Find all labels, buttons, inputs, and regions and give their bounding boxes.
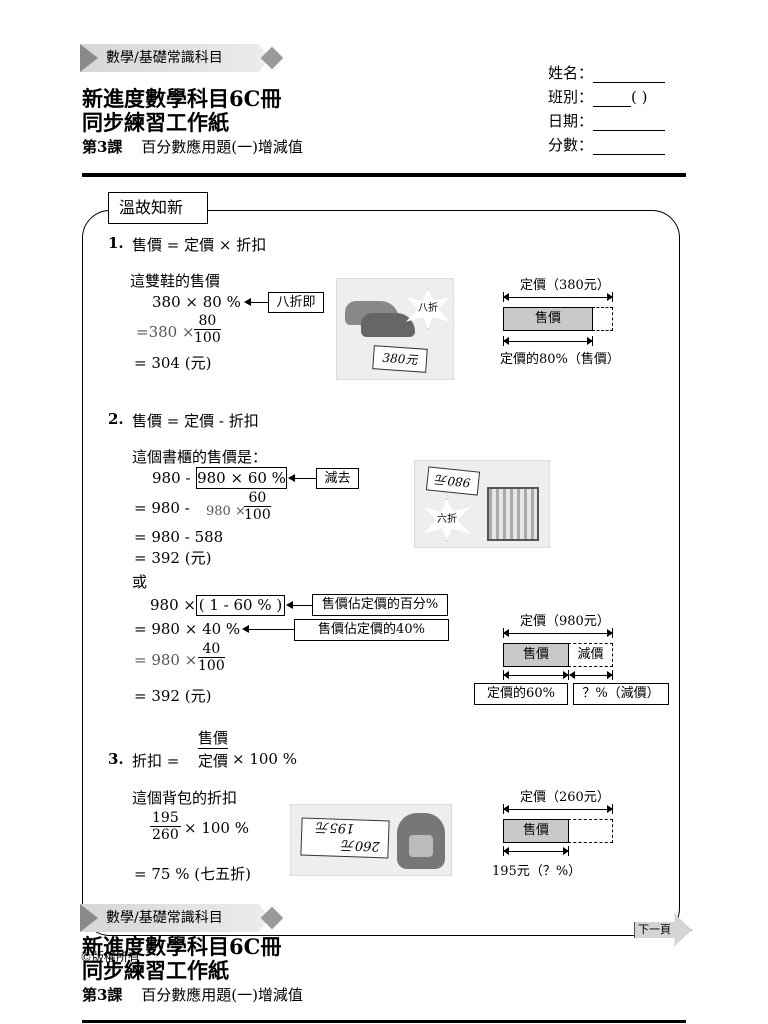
q3-bar-remainder (568, 819, 613, 843)
triangle-icon (80, 44, 98, 72)
q2-bar-fill: 售價 (503, 643, 569, 667)
q3-caption: 這個背包的折扣 (132, 789, 238, 807)
bookcase-icon (487, 487, 539, 541)
q2-note-box: 減去 (316, 468, 359, 489)
q1-frac-prefix: =380 × (136, 323, 195, 341)
footer-rule (82, 1020, 686, 1023)
shoe-icon (361, 313, 415, 337)
q3-result: = 75 % (七五折) (134, 865, 251, 883)
q2-bar-top: 定價（980元） (520, 614, 610, 629)
q1-formula: 售價 = 定價 × 折扣 (132, 236, 267, 254)
q3-formula-num: 售價 (198, 729, 229, 747)
arrow-left-icon (286, 601, 312, 609)
arrow-left-icon (242, 625, 294, 633)
q2-line1-box: 980 × 60 % (196, 467, 287, 489)
q3-frac-tail: × 100 % (184, 819, 249, 837)
score-field[interactable]: 分數： (548, 134, 666, 155)
q2-alt1-box: ( 1 - 60 % ) (196, 595, 285, 616)
q2-line4: = 392 (元) (134, 549, 212, 567)
bookcase-image: 980元 六折 (414, 460, 550, 548)
q1-bar-fill: 售價 (503, 307, 593, 331)
q1-price-tag: 380元 (372, 345, 428, 373)
q2-line1-a: 980 - (152, 469, 191, 487)
q2-caption: 這個書櫃的售價是： (132, 448, 268, 466)
q1-caption: 這雙鞋的售價 (130, 272, 221, 290)
name-field[interactable]: 姓名： (548, 62, 666, 83)
q1-bar-span (503, 293, 613, 301)
q3-bar-bottom: 195元（？%） (492, 864, 582, 879)
q3-bar-fill: 售價 (503, 819, 569, 843)
q2-alt2: = 980 × 40 % (134, 620, 241, 638)
q2-alt-note1: 售價佔定價的百分% (312, 594, 448, 616)
q3-formula-lhs: 折扣 = (132, 752, 180, 770)
q3-number: 3. (108, 750, 124, 768)
q2-frac-prefix: 980 × (206, 504, 246, 519)
q2-price-tag: 980元 (425, 466, 481, 496)
q2-bar-dash: 減價 (568, 643, 613, 667)
q2-line3: = 980 - 588 (134, 528, 224, 546)
backpack-image: 260元 195元 (290, 804, 452, 876)
q2-formula: 售價 = 定價 - 折扣 (132, 412, 259, 430)
unit-heading: 第3課 百分數應用題(一)增減值 (82, 138, 303, 156)
backpack-icon (397, 813, 445, 869)
q2-star-badge: 六折 (423, 499, 471, 541)
next-page-label[interactable]: 下一頁 (638, 923, 671, 936)
footer-unit-heading: 第3課 百分數應用題(一)增減值 (82, 986, 303, 1004)
footer-title: 新進度數學科目6C冊 (82, 934, 282, 959)
q2-frac3-prefix: = 980 × (134, 651, 198, 669)
q2-line2: = 980 - (134, 499, 190, 517)
q3-price-tag-old: 260元 (341, 836, 381, 854)
subject-tag: 數學/基礎常識科目 (80, 44, 270, 72)
q1-note-box: 八折即 (268, 292, 324, 313)
q2-number: 2. (108, 410, 124, 428)
footer-subject-tag: 數學/基礎常識科目 (80, 904, 270, 932)
q2-bar-span (503, 629, 613, 637)
q2-alt1-a: 980 × (150, 596, 196, 614)
footer-subtitle: 同步練習工作紙 (82, 958, 229, 983)
q2-alt-note2: 售價佔定價的40% (294, 619, 449, 641)
q3-formula-rhs: × 100 % (232, 750, 297, 768)
header-rule (82, 173, 686, 177)
triangle-icon (80, 904, 98, 932)
page-title: 新進度數學科目6C冊 (82, 86, 282, 111)
q2-bar-bottom-left: 定價的60% (474, 683, 568, 705)
q2-alt-result: = 392 (元) (134, 687, 212, 705)
page-subtitle: 同步練習工作紙 (82, 110, 229, 135)
q1-line1: 380 × 80 % (152, 293, 241, 311)
q1-bar-remainder (592, 307, 613, 331)
arrow-left-icon (288, 474, 316, 482)
section-label: 溫故知新 (108, 192, 208, 224)
q1-bar-bottom: 定價的80%（售價） (500, 352, 620, 367)
copyright: ©版權所有 (80, 950, 141, 964)
q1-bar-top: 定價（380元） (520, 278, 610, 293)
q3-bar-span (503, 805, 613, 813)
q1-result: = 304 (元) (134, 354, 212, 372)
q3-bar-top: 定價（260元） (520, 790, 610, 805)
q3-formula-den: 定價 (198, 752, 229, 770)
shoes-image: 八折 380元 (336, 278, 454, 380)
q2-or: 或 (132, 573, 148, 591)
content-panel (82, 210, 680, 936)
date-field[interactable]: 日期： (548, 110, 666, 131)
arrow-left-icon (244, 298, 268, 306)
diamond-icon (260, 46, 284, 70)
class-field[interactable]: 班別：( ) (548, 88, 648, 107)
q3-price-tag-new: 195元 (316, 819, 355, 836)
q2-bar-bottom-right: ？%（減價） (573, 683, 669, 705)
q1-number: 1. (108, 234, 124, 252)
